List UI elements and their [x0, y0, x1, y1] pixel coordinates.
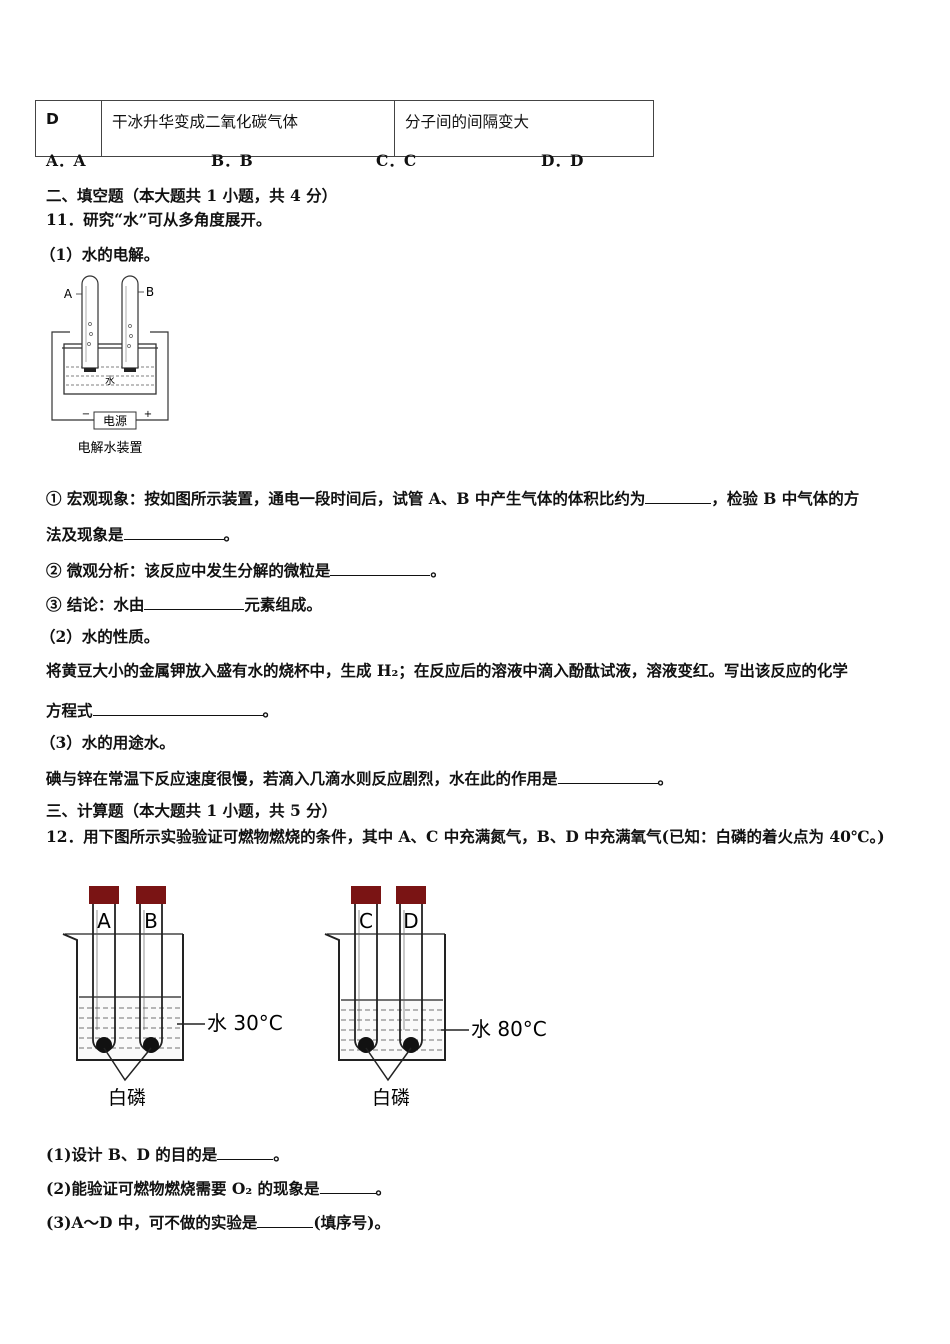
- section-title-calc: 三、计算题（本大题共 1 小题，共 5 分）: [46, 801, 338, 820]
- figure-caption: 电解水装置: [77, 441, 142, 456]
- combustion-figure: A B 水 30°C 白磷 C D 水 80°C 白磷: [62, 886, 547, 1109]
- sub2-text-b: 。: [375, 1179, 392, 1198]
- q11-item2: ② 微观分析：该反应中发生分解的微粒是 。: [46, 559, 446, 581]
- q12-sub3: (3)A～D 中，可不做的实验是 (填序号)。: [46, 1211, 390, 1233]
- sub1-text-b: 。: [273, 1145, 289, 1164]
- part2-text-a: 方程式: [46, 701, 93, 720]
- answer-blank[interactable]: [257, 1211, 314, 1228]
- choice-d: D．D: [541, 151, 584, 170]
- section-title-fill: 二、填空题（本大题共 1 小题，共 4 分）: [46, 186, 338, 205]
- q11-part1-title: （1）水的电解。: [40, 245, 160, 264]
- answer-blank[interactable]: [123, 523, 224, 540]
- choice-a: A．A: [46, 151, 86, 170]
- q11-item1-line1: ① 宏观现象：按如图所示装置，通电一段时间后，试管 A、B 中产生气体的体积比约…: [46, 487, 859, 509]
- tube-label-d: D: [403, 909, 418, 933]
- sub1-text-a: (1)设计 B、D 的目的是: [46, 1145, 218, 1164]
- water-temp-right: 水 80°C: [471, 1017, 547, 1041]
- answer-blank[interactable]: [645, 487, 712, 504]
- item1-text-d: 。: [223, 525, 240, 544]
- answer-blank[interactable]: [557, 767, 658, 784]
- plus-label: +: [144, 409, 152, 420]
- item1-text-a: ① 宏观现象：按如图所示装置，通电一段时间后，试管 A、B 中产生气体的体积比约…: [46, 489, 646, 508]
- option-table: D 干冰升华变成二氧化碳气体 分子间的间隔变大: [35, 100, 654, 157]
- tube-label-a: A: [97, 909, 111, 933]
- phosphorus-label-left: 白磷: [108, 1087, 146, 1109]
- water-temp-left: 水 30°C: [207, 1011, 283, 1035]
- sub2-text-a: (2)能验证可燃物燃烧需要 O₂ 的现象是: [46, 1179, 320, 1198]
- item2-text-a: ② 微观分析：该反应中发生分解的微粒是: [46, 561, 331, 580]
- part3-text-b: 。: [657, 769, 674, 788]
- q12-sub1: (1)设计 B、D 的目的是 。: [46, 1143, 289, 1165]
- option-explanation: 分子间的间隔变大: [394, 100, 654, 157]
- item2-text-b: 。: [430, 561, 446, 580]
- item1-text-c: 法及现象是: [46, 525, 124, 544]
- tube-label-a: A: [64, 287, 73, 301]
- water-label: 水: [105, 375, 115, 387]
- phosphorus-label-right: 白磷: [372, 1087, 410, 1109]
- choice-c: C．C: [376, 151, 417, 170]
- electrolysis-figure: 电源 − + 水 A B 电解水装置: [51, 275, 169, 456]
- option-fact: 干冰升华变成二氧化碳气体: [101, 100, 395, 157]
- sub3-text-a: (3)A～D 中，可不做的实验是: [46, 1213, 258, 1232]
- minus-label: −: [82, 409, 90, 420]
- q11-part3-title: （3）水的用途水。: [40, 733, 175, 752]
- answer-blank[interactable]: [217, 1143, 274, 1160]
- q11-item1-line2: 法及现象是 。: [46, 523, 239, 545]
- q11-part2-line1: 将黄豆大小的金属钾放入盛有水的烧杯中，生成 H₂；在反应后的溶液中滴入酚酞试液，…: [46, 661, 848, 680]
- q11-part2-line2: 方程式 。: [46, 699, 278, 721]
- part3-text-a: 碘与锌在常温下反应速度很慢，若滴入几滴水则反应剧烈，水在此的作用是: [46, 769, 558, 788]
- item3-text-a: ③ 结论：水由: [46, 595, 145, 614]
- power-label: 电源: [103, 414, 127, 428]
- item3-text-b: 元素组成。: [244, 595, 322, 614]
- choice-b: B．B: [211, 151, 253, 170]
- q11-part2-title: （2）水的性质。: [40, 627, 160, 646]
- answer-blank[interactable]: [144, 593, 245, 610]
- q11-part3-line: 碘与锌在常温下反应速度很慢，若滴入几滴水则反应剧烈，水在此的作用是 。: [46, 767, 673, 789]
- tube-label-b: B: [146, 285, 154, 299]
- table-row: D 干冰升华变成二氧化碳气体 分子间的间隔变大: [35, 100, 654, 157]
- answer-blank[interactable]: [330, 559, 431, 576]
- tube-label-c: C: [359, 909, 373, 933]
- option-letter: D: [35, 100, 102, 157]
- q11-item3: ③ 结论：水由 元素组成。: [46, 593, 322, 615]
- question-11-stem: 11．研究“水”可从多角度展开。: [46, 210, 272, 229]
- item1-text-b: ，检验 B 中气体的方: [711, 489, 860, 508]
- q12-sub2: (2)能验证可燃物燃烧需要 O₂ 的现象是 。: [46, 1177, 391, 1199]
- question-12-stem: 12．用下图所示实验验证可燃物燃烧的条件，其中 A、C 中充满氮气，B、D 中充…: [46, 827, 885, 846]
- sub3-text-b: (填序号)。: [313, 1213, 390, 1232]
- part2-text-b: 。: [262, 701, 279, 720]
- answer-blank[interactable]: [319, 1177, 376, 1194]
- tube-label-b: B: [144, 909, 158, 933]
- answer-blank[interactable]: [92, 699, 263, 716]
